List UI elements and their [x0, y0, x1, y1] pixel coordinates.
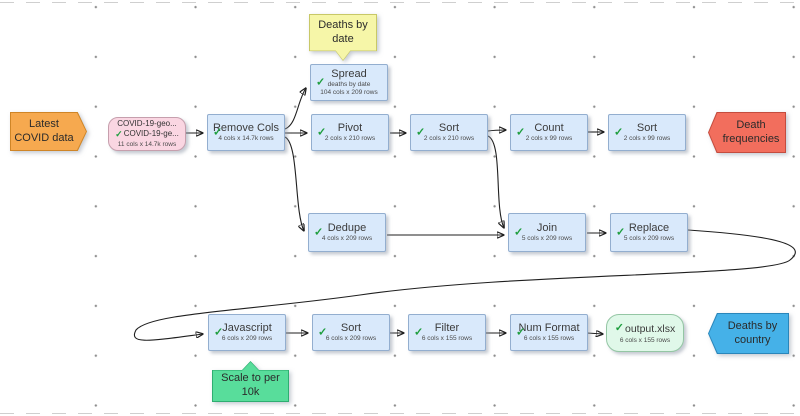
- node-meta: 2 cols x 210 rows: [324, 134, 376, 142]
- success-check-icon: ✓: [318, 326, 328, 338]
- node-title: Remove Cols: [212, 121, 280, 134]
- success-check-icon: ✓: [614, 126, 624, 138]
- success-check-icon: ✓: [614, 322, 624, 334]
- source-file-label: COVID-19-geo...: [117, 119, 177, 129]
- note-line: Latest: [29, 117, 59, 130]
- success-check-icon: ✓: [214, 326, 224, 338]
- node-title: Dedupe: [327, 221, 367, 234]
- node-meta: 6 cols x 209 rows: [221, 334, 273, 342]
- transform-node-filter[interactable]: ✓ Filter 6 cols x 155 rows: [408, 314, 486, 351]
- node-title: Sort: [636, 121, 658, 134]
- node-meta: 2 cols x 99 rows: [525, 134, 573, 142]
- transform-node-pivot[interactable]: ✓ Pivot 2 cols x 210 rows: [311, 114, 389, 151]
- node-meta: 4 cols x 209 rows: [321, 234, 373, 242]
- node-meta: 5 cols x 209 rows: [521, 234, 573, 242]
- note-death-frequencies[interactable]: Death frequencies: [708, 112, 786, 153]
- success-check-icon: ✓: [115, 128, 123, 139]
- transform-node-sort-freq[interactable]: ✓ Sort 2 cols x 99 rows: [608, 114, 686, 151]
- node-title: Count: [534, 121, 564, 134]
- transform-node-spread[interactable]: ✓ Spread deaths by date 104 cols x 209 r…: [310, 64, 388, 101]
- note-latest-covid-data[interactable]: Latest COVID data: [10, 112, 87, 151]
- note-line: COVID data: [14, 131, 74, 144]
- node-title: Num Format: [518, 321, 580, 334]
- node-meta: 11 cols x 14.7k rows: [117, 140, 177, 148]
- node-title: Javascript: [222, 321, 272, 334]
- node-meta: 6 cols x 155 rows: [619, 336, 671, 344]
- node-title: Replace: [628, 221, 670, 234]
- node-title: Filter: [434, 321, 460, 334]
- node-meta: 6 cols x 209 rows: [325, 334, 377, 342]
- transform-node-javascript[interactable]: ✓ Javascript 6 cols x 209 rows: [208, 314, 286, 351]
- transform-node-num-format[interactable]: ✓ Num Format 6 cols x 155 rows: [510, 314, 588, 351]
- node-meta: 4 cols x 14.7k rows: [218, 134, 274, 142]
- output-file-label: output.xlsx: [625, 322, 676, 335]
- node-meta: 5 cols x 209 rows: [623, 234, 675, 242]
- transform-node-count[interactable]: ✓ Count 2 cols x 99 rows: [510, 114, 588, 151]
- success-check-icon: ✓: [316, 76, 326, 88]
- source-file-label: COVID-19-ge...: [123, 128, 179, 138]
- success-check-icon: ✓: [516, 126, 526, 138]
- edge-sort-join: [487, 135, 504, 228]
- note-line: Deaths by: [727, 319, 778, 332]
- note-line: Deaths by: [318, 18, 368, 31]
- success-check-icon: ✓: [516, 326, 526, 338]
- transform-node-remove-cols[interactable]: ✓ Remove Cols 4 cols x 14.7k rows: [207, 114, 285, 151]
- note-line: Scale to per: [221, 372, 280, 385]
- node-title: Spread: [331, 67, 367, 80]
- edge-sort-count: [487, 130, 506, 131]
- node-title: Join: [536, 221, 558, 234]
- node-title: Sort: [340, 321, 362, 334]
- output-node-xlsx[interactable]: ✓output.xlsx 6 cols x 155 rows: [606, 314, 684, 352]
- transform-node-join[interactable]: ✓ Join 5 cols x 209 rows: [508, 213, 586, 252]
- edge-removecols-spread: [284, 88, 306, 130]
- transform-node-replace[interactable]: ✓ Replace 5 cols x 209 rows: [610, 213, 688, 252]
- note-scale-to-per-10k[interactable]: Scale to per 10k: [212, 361, 289, 402]
- node-title: Sort: [438, 121, 460, 134]
- node-note: deaths by date: [327, 80, 371, 88]
- node-meta: 2 cols x 99 rows: [623, 134, 671, 142]
- success-check-icon: ✓: [314, 226, 324, 238]
- note-line: Death: [736, 118, 766, 131]
- input-node-covid-data[interactable]: COVID-19-geo... ✓COVID-19-ge... 11 cols …: [108, 117, 186, 151]
- success-check-icon: ✓: [616, 226, 626, 238]
- note-line: 10k: [241, 386, 260, 398]
- transform-node-sort-country[interactable]: ✓ Sort 6 cols x 209 rows: [312, 314, 390, 351]
- note-line: country: [734, 333, 771, 346]
- node-meta: 6 cols x 155 rows: [421, 334, 473, 342]
- success-check-icon: ✓: [213, 126, 223, 138]
- edge-numformat-output: [586, 333, 603, 334]
- note-line: date: [332, 32, 354, 45]
- transform-node-sort-dates[interactable]: ✓ Sort 2 cols x 210 rows: [410, 114, 488, 151]
- edge-removecols-dedupe: [284, 136, 304, 231]
- note-deaths-by-date[interactable]: Deaths by date: [309, 14, 377, 61]
- node-title: Pivot: [337, 121, 363, 134]
- transform-node-dedupe[interactable]: ✓ Dedupe 4 cols x 209 rows: [308, 213, 386, 252]
- success-check-icon: ✓: [414, 326, 424, 338]
- node-meta: 2 cols x 210 rows: [423, 134, 475, 142]
- note-deaths-by-country[interactable]: Deaths by country: [708, 313, 789, 354]
- note-line: frequencies: [722, 132, 780, 145]
- success-check-icon: ✓: [416, 126, 426, 138]
- node-meta: 6 cols x 155 rows: [523, 334, 575, 342]
- node-meta: 104 cols x 209 rows: [320, 89, 378, 96]
- success-check-icon: ✓: [514, 226, 524, 238]
- success-check-icon: ✓: [317, 126, 327, 138]
